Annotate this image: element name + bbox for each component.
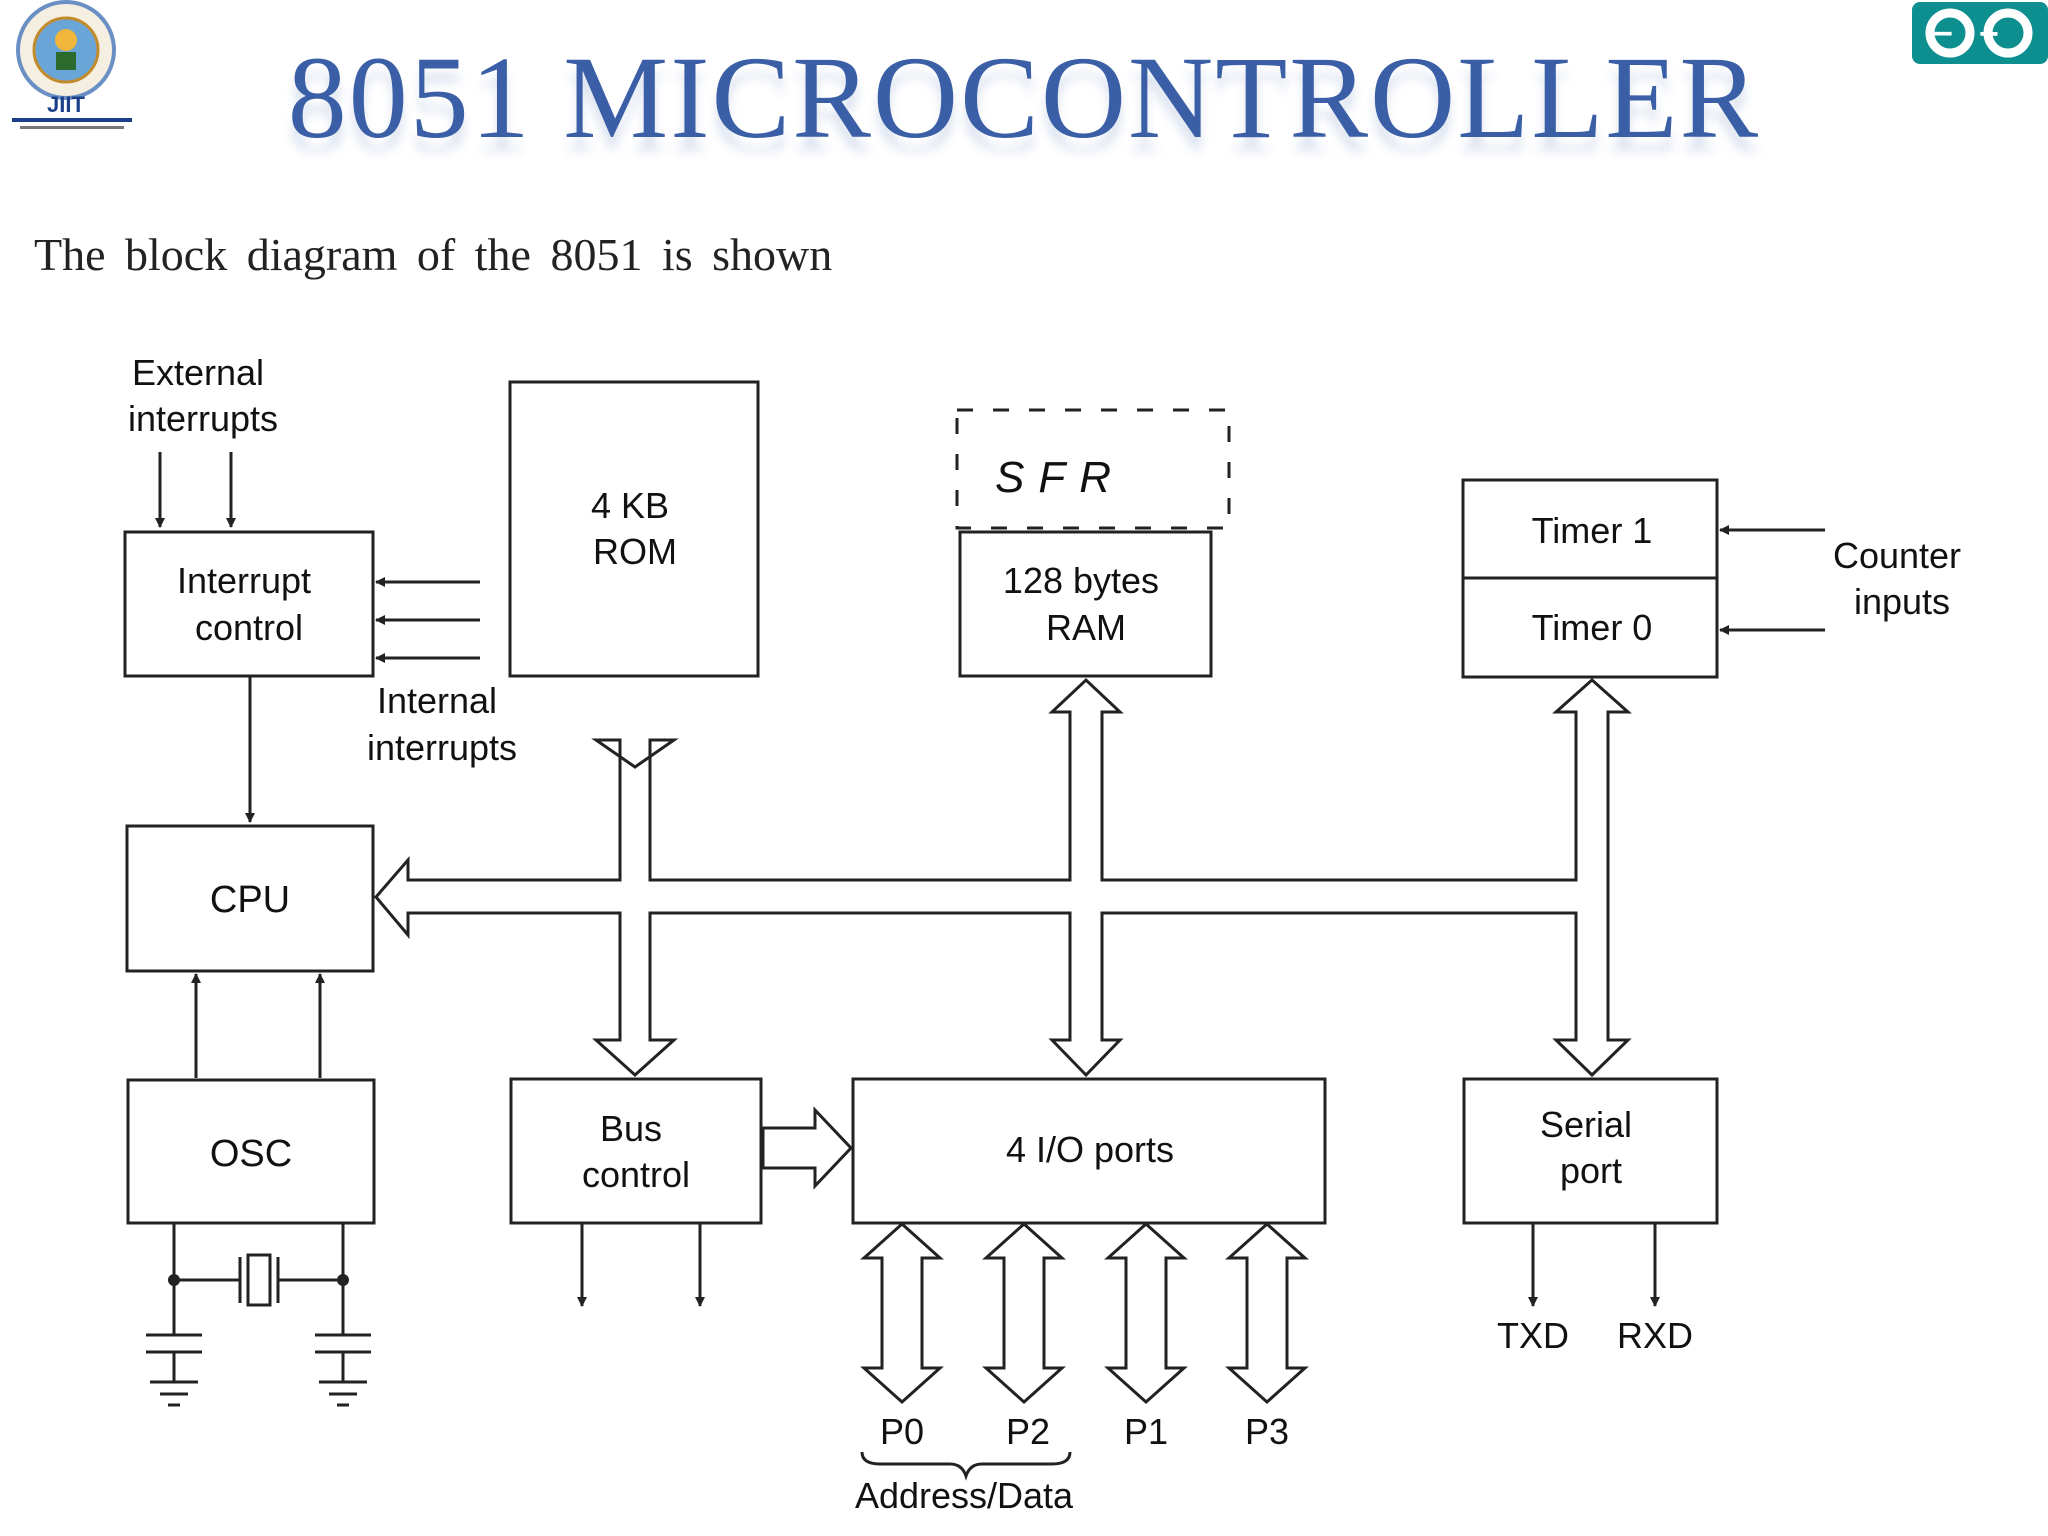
arduino-minus-plus: −+: [1933, 15, 2025, 53]
sfr-block: [955, 408, 1231, 530]
arduino-infinity-icon: −+: [1912, 2, 2048, 64]
txd-label: TXD: [1497, 1315, 1569, 1356]
rxd-label: RXD: [1617, 1315, 1693, 1356]
port-p0-arrow: [860, 1221, 944, 1405]
io-ports-block: [851, 1077, 1327, 1225]
page-title: 8051 MICROCONTROLLER: [287, 32, 1761, 163]
svg-text:4 KB ROM: 4 KB ROM: [591, 485, 679, 572]
internal-bus: [374, 677, 1632, 1078]
address-data-brace: [860, 1451, 1072, 1481]
svg-text:128 bytes RAM: 128 bytes RAM: [1003, 560, 1169, 648]
svg-text:Bus control: Bus control: [582, 1108, 690, 1195]
bus-control-to-io-arrow: [761, 1106, 854, 1190]
osc-label: OSC: [210, 1133, 292, 1175]
institute-seal-text: JIIT: [47, 92, 85, 117]
timer1-label: Timer 1: [1532, 510, 1653, 551]
port-p3-arrow: [1225, 1221, 1309, 1405]
svg-text:Interrupt control: Interrupt control: [177, 560, 321, 648]
port-p3-label: P3: [1245, 1411, 1289, 1452]
port-p2-label: P2: [1006, 1411, 1050, 1452]
timer0-label: Timer 0: [1532, 607, 1653, 648]
internal-interrupts-label: Internal interrupts: [367, 680, 517, 768]
intro-text: The block diagram of the 8051 is shown: [34, 229, 833, 280]
serial-port-block: [1462, 1077, 1719, 1225]
institute-seal-icon: JIIT: [12, 0, 132, 129]
cpu-block: [125, 824, 375, 973]
port-p1-label: P1: [1124, 1411, 1168, 1452]
ram-block: [958, 530, 1213, 678]
port-p0-label: P0: [880, 1411, 924, 1452]
io-ports-label: 4 I/O ports: [1006, 1129, 1174, 1170]
osc-block: [126, 1078, 376, 1225]
address-data-label: Address/Data: [855, 1475, 1074, 1516]
interrupt-control-block: [123, 530, 375, 678]
crystal-oscillator-circuit: [146, 1223, 371, 1407]
svg-text:Serial port: Serial port: [1540, 1104, 1642, 1191]
bus-control-block: [509, 1077, 763, 1225]
cpu-label: CPU: [210, 879, 290, 921]
port-p1-arrow: [1104, 1221, 1188, 1405]
rom-block: [508, 380, 760, 678]
sfr-label: SFR: [995, 453, 1125, 502]
counter-inputs-label: Counter inputs: [1833, 535, 1971, 622]
port-p2-arrow: [982, 1221, 1066, 1405]
external-interrupts-label: External interrupts: [128, 352, 278, 439]
